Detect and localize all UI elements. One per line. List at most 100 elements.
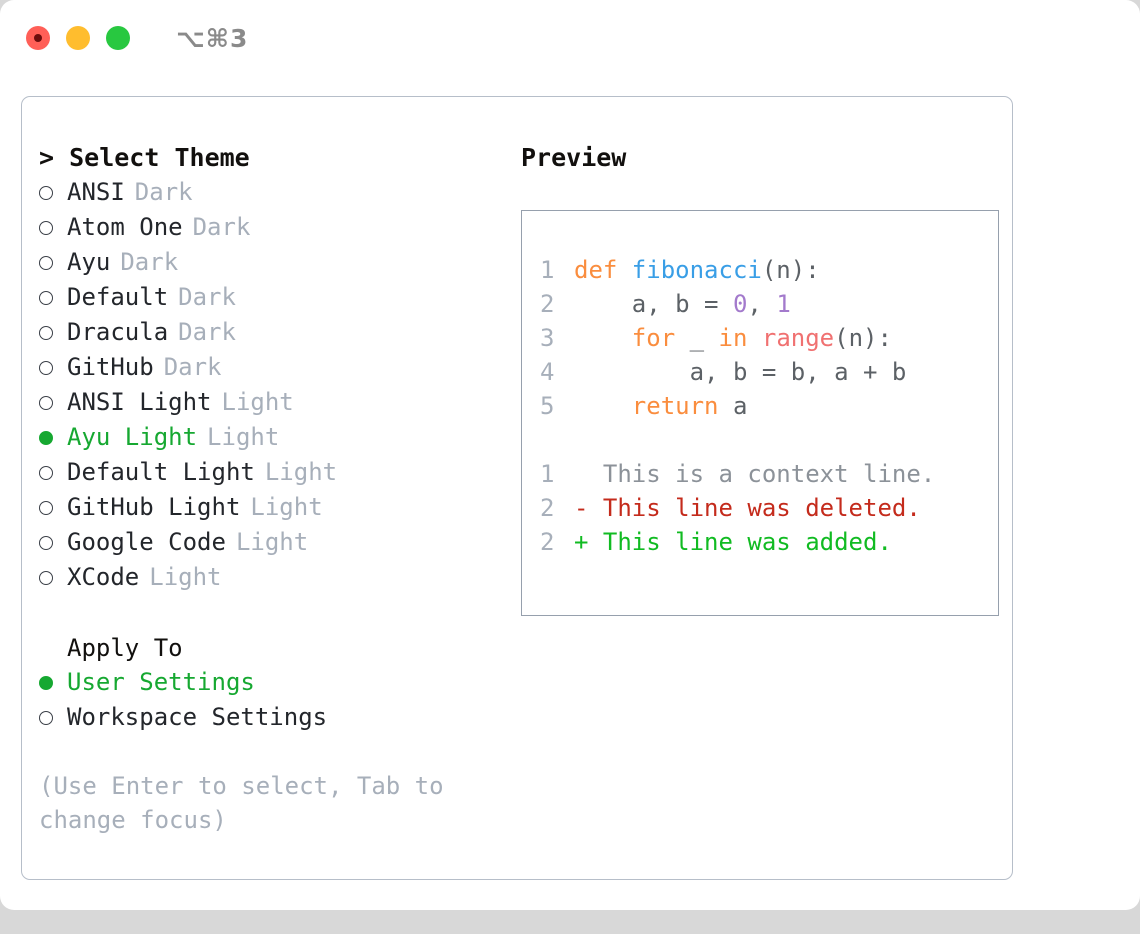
theme-name: XCode [67, 563, 140, 591]
line-number: 2 [540, 528, 555, 556]
radio-circle [39, 396, 53, 410]
theme-name: Google Code [67, 528, 226, 556]
theme-list-item[interactable]: XCode Light [39, 560, 499, 595]
line-number: 5 [540, 392, 555, 420]
radio-unselected-icon [39, 246, 67, 280]
apply-to-label: Workspace Settings [67, 703, 328, 731]
code-token-punct: (n): [761, 256, 820, 284]
radio-unselected-icon [39, 386, 67, 420]
preview-title: Preview [521, 143, 627, 172]
theme-variant-badge: Dark [192, 213, 251, 241]
apply-to-option[interactable]: Workspace Settings [39, 700, 499, 735]
code-token-punct: a [718, 392, 748, 420]
theme-name: Default Light [67, 458, 255, 486]
theme-variant-badge: Light [264, 458, 338, 486]
select-theme-header: > Select Theme [39, 143, 250, 172]
code-line-content: return a [574, 389, 748, 423]
apply-to-label: User Settings [67, 668, 255, 696]
theme-list-item[interactable]: Atom One Dark [39, 210, 499, 245]
diff-line: 1 This is a context line. [540, 457, 998, 491]
theme-variant-badge: Dark [120, 248, 179, 276]
radio-unselected-icon [39, 491, 67, 525]
diff-text: This line was added. [602, 528, 892, 556]
apply-to-option[interactable]: User Settings [39, 665, 499, 700]
theme-list-item[interactable]: Default Light Light [39, 455, 499, 490]
close-button[interactable] [26, 26, 50, 50]
diff-sign: + [574, 528, 603, 556]
code-line-content: a, b = 0, 1 [574, 287, 791, 321]
radio-circle [39, 501, 53, 515]
code-token-bi: range [761, 324, 835, 352]
theme-name: GitHub Light [67, 493, 241, 521]
code-line-content: for _ in range(n): [574, 321, 892, 355]
maximize-button[interactable] [106, 26, 130, 50]
code-line: 3 for _ in range(n): [540, 321, 998, 355]
code-token-fn: fibonacci [631, 256, 762, 284]
code-token-punct: a, b = b, a + b [574, 358, 907, 386]
diff-line: 2- This line was deleted. [540, 491, 998, 525]
theme-name: Ayu [67, 248, 111, 276]
code-token-kw: in [718, 324, 748, 352]
radio-unselected-icon [39, 351, 67, 385]
recording-indicator-icon [34, 34, 42, 42]
radio-unselected-icon [39, 316, 67, 350]
code-token-kw: def [574, 256, 632, 284]
radio-circle [39, 291, 53, 305]
radio-unselected-icon [39, 456, 67, 490]
code-line: 2 a, b = 0, 1 [540, 287, 998, 321]
code-token-punct: _ [675, 324, 719, 352]
keyboard-shortcut-label: ⌥⌘3 [176, 23, 249, 53]
title-bar: ⌥⌘3 [0, 0, 1140, 76]
radio-selected-icon [39, 421, 67, 455]
theme-name: Dracula [67, 318, 169, 346]
code-token-punct [574, 392, 632, 420]
minimize-button[interactable] [66, 26, 90, 50]
theme-name: GitHub [67, 353, 154, 381]
code-token-punct: a, b = [574, 290, 733, 318]
code-token-num: 1 [776, 290, 791, 318]
theme-name: Ayu Light [67, 423, 198, 451]
diff-text: This line was deleted. [602, 494, 921, 522]
radio-circle [39, 431, 53, 445]
theme-variant-badge: Dark [163, 353, 222, 381]
line-number: 3 [540, 324, 555, 352]
theme-variant-badge: Light [221, 388, 294, 416]
code-token-punct: , [747, 290, 777, 318]
line-number: 1 [540, 460, 555, 488]
line-number: 2 [540, 494, 555, 522]
code-token-num: 0 [732, 290, 748, 318]
radio-circle [39, 676, 53, 690]
radio-selected-icon [39, 666, 67, 700]
radio-circle [39, 256, 53, 270]
diff-sample: 1 This is a context line.2- This line wa… [540, 457, 998, 559]
diff-sign [574, 457, 603, 491]
radio-unselected-icon [39, 526, 67, 560]
theme-variant-badge: Dark [134, 178, 193, 206]
theme-list-item[interactable]: Dracula Dark [39, 315, 499, 350]
theme-list-item[interactable]: GitHub Dark [39, 350, 499, 385]
radio-circle [39, 571, 53, 585]
radio-unselected-icon [39, 211, 67, 245]
theme-variant-badge: Dark [178, 318, 236, 346]
radio-unselected-icon [39, 281, 67, 315]
code-token-punct [747, 324, 761, 352]
window-controls [26, 26, 130, 50]
theme-name: Atom One [67, 213, 183, 241]
code-line-content: def fibonacci(n): [574, 253, 820, 287]
theme-variant-badge: Light [149, 563, 222, 591]
theme-list-item[interactable]: Ayu Dark [39, 245, 499, 280]
code-diff-separator [540, 423, 998, 457]
